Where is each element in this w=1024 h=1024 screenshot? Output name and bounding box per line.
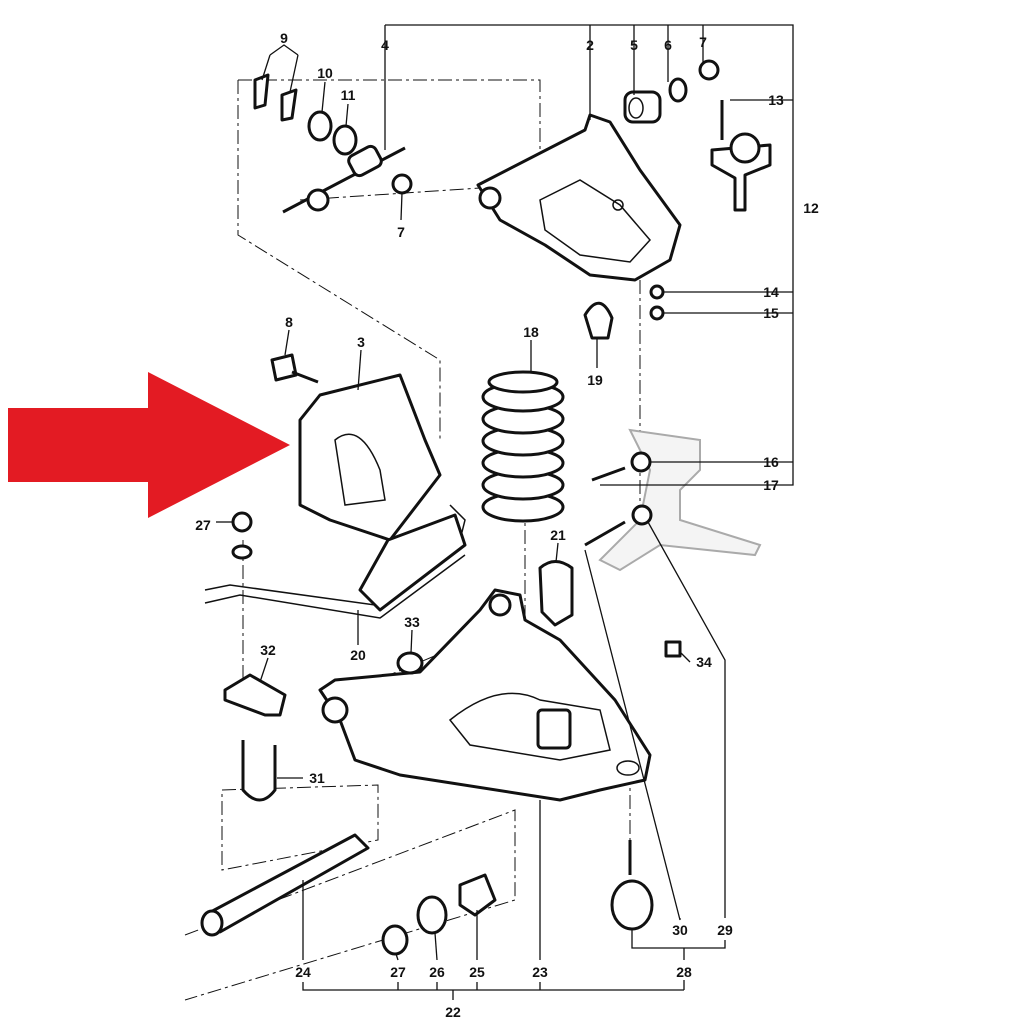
- pivot-shaft-24: [200, 833, 370, 937]
- washer-26: [416, 895, 448, 935]
- callout-2: 2: [586, 37, 594, 53]
- callout-22: 22: [445, 1004, 461, 1020]
- steering-knuckle-ghost: [598, 428, 762, 572]
- callout-8: 8: [285, 314, 293, 330]
- callout-19: 19: [587, 372, 603, 388]
- nut-15: [649, 305, 665, 321]
- nut-27-lower: [381, 924, 409, 956]
- callout-9: 9: [280, 30, 288, 46]
- nut-27-upper: [231, 511, 253, 533]
- cotter-pin-30: [584, 520, 626, 547]
- washer-14: [649, 284, 665, 300]
- callout-27-upper: 27: [195, 517, 211, 533]
- callout-18: 18: [523, 324, 539, 340]
- callout-5: 5: [630, 37, 638, 53]
- pivot-shaft: [253, 73, 413, 214]
- callout-13: 13: [768, 92, 784, 108]
- callout-6: 6: [664, 37, 672, 53]
- coil-spring-18: [481, 370, 565, 523]
- bracket-32: [223, 673, 287, 717]
- callout-31: 31: [309, 770, 325, 786]
- callout-7-top: 7: [699, 34, 707, 50]
- callout-7-shaft: 7: [397, 224, 405, 240]
- bump-stop-21: [538, 560, 574, 627]
- callout-21: 21: [550, 527, 566, 543]
- bushing-25: [458, 873, 497, 917]
- callout-10: 10: [317, 65, 333, 81]
- callout-14: 14: [763, 284, 779, 300]
- leader-lines: [216, 24, 794, 1000]
- callout-24: 24: [295, 964, 311, 980]
- callout-33: 33: [404, 614, 420, 630]
- callout-15: 15: [763, 305, 779, 321]
- callout-26: 26: [429, 964, 445, 980]
- callout-20: 20: [350, 647, 366, 663]
- washer: [231, 544, 253, 560]
- callout-25: 25: [469, 964, 485, 980]
- nut-7: [698, 59, 720, 81]
- callout-34: 34: [696, 654, 712, 670]
- bolt-8: [270, 353, 319, 384]
- callout-30: 30: [672, 922, 688, 938]
- red-arrow-pointer: [8, 372, 290, 518]
- callout-12: 12: [803, 200, 819, 216]
- castle-nut-16: [630, 451, 652, 473]
- callout-3: 3: [357, 334, 365, 350]
- bushing-5: [623, 90, 662, 124]
- bushing-33: [396, 651, 424, 675]
- callout-4: 4: [381, 37, 389, 53]
- bump-stop-19: [583, 301, 614, 340]
- lower-control-arm-23: [318, 588, 652, 802]
- washer-6: [668, 77, 688, 103]
- callout-23: 23: [532, 964, 548, 980]
- callout-11: 11: [341, 87, 356, 103]
- callout-29: 29: [717, 922, 733, 938]
- callout-32: 32: [260, 642, 276, 658]
- callout-16: 16: [763, 454, 779, 470]
- upper-ball-joint: [710, 100, 772, 212]
- lower-ball-joint: [610, 840, 654, 931]
- callout-28: 28: [676, 964, 692, 980]
- callout-17: 17: [763, 477, 779, 493]
- castle-nut-29: [631, 504, 653, 526]
- cotter-pin-17: [591, 466, 626, 482]
- callout-labels: 9 10 11 4 2 5 6 7 13 12 7 8 3 18 19 14 1…: [195, 30, 819, 1020]
- frame-rail-lower: [204, 554, 466, 619]
- bolt-34: [664, 640, 682, 658]
- upper-control-arm: [476, 113, 682, 282]
- callout-27-lower: 27: [390, 964, 406, 980]
- u-bolt-31: [241, 740, 277, 802]
- spring-pocket-bracket-3: [298, 373, 467, 612]
